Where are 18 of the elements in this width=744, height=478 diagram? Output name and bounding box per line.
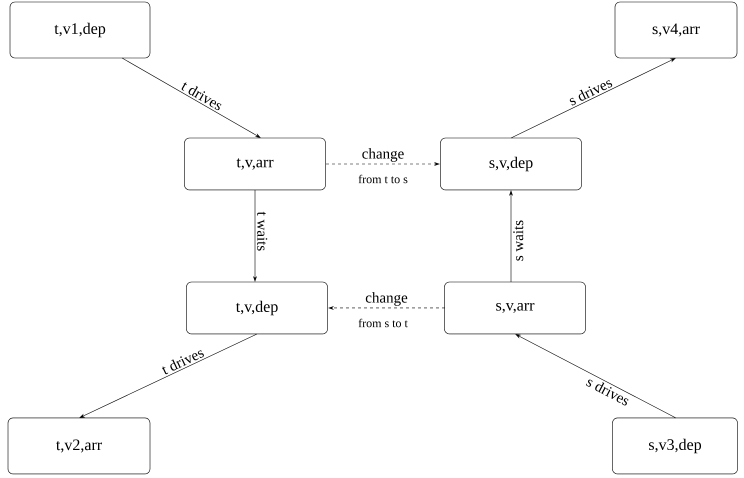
edge-label: change xyxy=(366,292,408,306)
edge-label: t drives xyxy=(182,82,222,110)
edge-label: t waits xyxy=(257,212,268,251)
state-box: s,v4,arr xyxy=(614,2,738,58)
state-box: s,v,dep xyxy=(440,138,582,190)
state-box: t,v,arr xyxy=(184,138,326,190)
state-box: s,v3,dep xyxy=(612,418,738,474)
state-box: s,v,arr xyxy=(444,282,586,334)
edge-label: t drives xyxy=(162,350,204,374)
label-text: from t to s xyxy=(358,174,408,184)
edge-label: change xyxy=(362,148,404,162)
edge-label: s drives xyxy=(586,380,629,406)
label-text: from s to t xyxy=(358,318,408,328)
edge-label: s drives xyxy=(570,80,612,106)
state-box: t,v,dep xyxy=(186,282,328,334)
edge-label: s waits xyxy=(513,220,524,261)
state-box: t,v2,arr xyxy=(8,418,150,474)
state-box: t,v1,dep xyxy=(10,2,150,58)
